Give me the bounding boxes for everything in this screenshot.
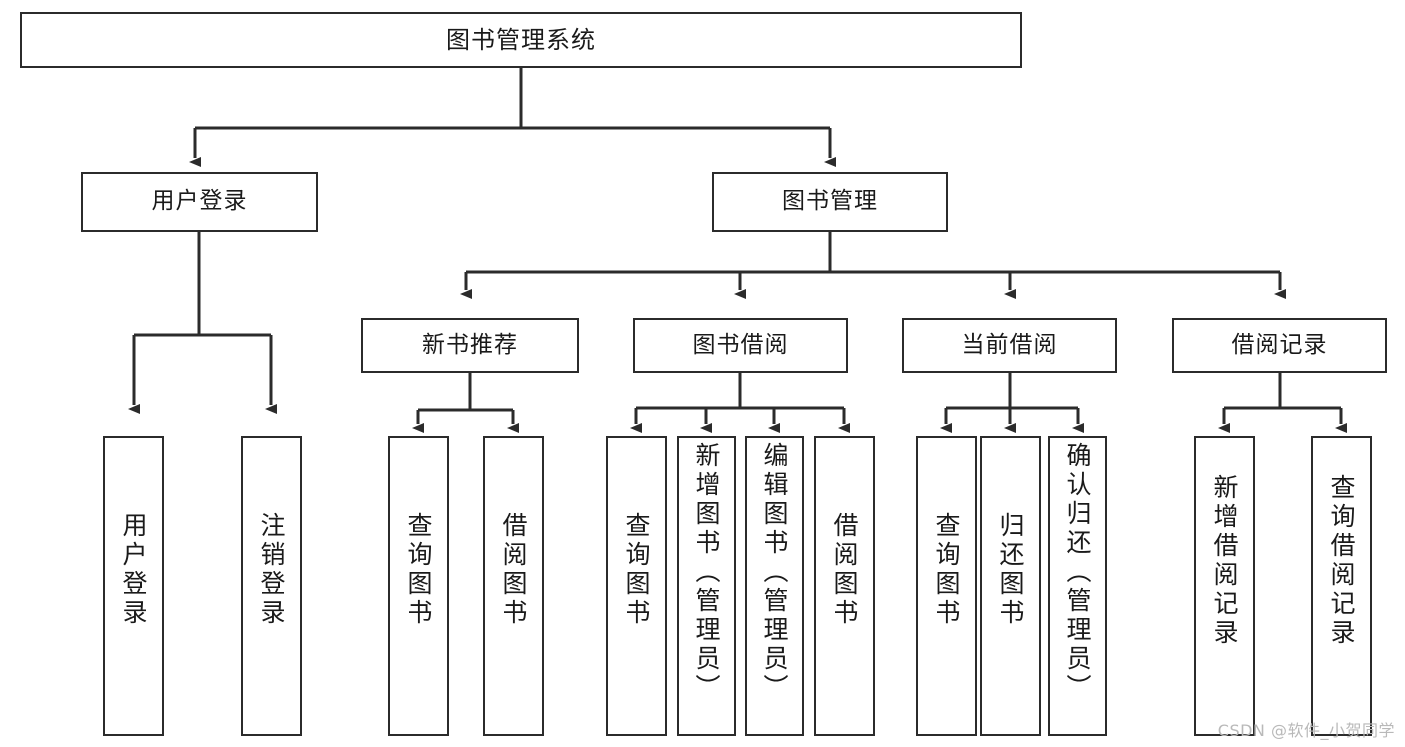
node-current-borrow[interactable]: 当前借阅 bbox=[902, 318, 1117, 373]
leaf-logout-login-label: 注销登录 bbox=[257, 512, 286, 628]
leaf-query-book-1-label: 查询图书 bbox=[404, 512, 433, 628]
leaf-user-login[interactable]: 用户登录 bbox=[103, 436, 164, 736]
leaf-add-borrow-record[interactable]: 新增借阅记录 bbox=[1194, 436, 1255, 736]
leaf-query-book-2-label: 查询图书 bbox=[622, 512, 651, 628]
node-book-manage-label: 图书管理 bbox=[782, 188, 878, 215]
node-new-book-recommend[interactable]: 新书推荐 bbox=[361, 318, 579, 373]
leaf-query-book-3[interactable]: 查询图书 bbox=[916, 436, 977, 736]
leaf-edit-book[interactable]: 编辑图书（管理员） bbox=[745, 436, 804, 736]
node-borrow-record[interactable]: 借阅记录 bbox=[1172, 318, 1387, 373]
node-user-login[interactable]: 用户登录 bbox=[81, 172, 318, 232]
leaf-confirm-return[interactable]: 确认归还（管理员） bbox=[1048, 436, 1107, 736]
node-book-manage[interactable]: 图书管理 bbox=[712, 172, 948, 232]
leaf-borrow-book-1[interactable]: 借阅图书 bbox=[483, 436, 544, 736]
leaf-query-book-1[interactable]: 查询图书 bbox=[388, 436, 449, 736]
node-root[interactable]: 图书管理系统 bbox=[20, 12, 1022, 68]
node-book-borrow[interactable]: 图书借阅 bbox=[633, 318, 848, 373]
leaf-add-book-label: 新增图书（管理员） bbox=[692, 442, 721, 703]
leaf-query-borrow-record-label: 查询借阅记录 bbox=[1327, 474, 1356, 648]
node-new-book-recommend-label: 新书推荐 bbox=[422, 331, 518, 358]
leaf-query-book-2[interactable]: 查询图书 bbox=[606, 436, 667, 736]
leaf-borrow-book-2-label: 借阅图书 bbox=[830, 512, 859, 628]
leaf-return-book-label: 归还图书 bbox=[996, 512, 1025, 628]
leaf-return-book[interactable]: 归还图书 bbox=[980, 436, 1041, 736]
leaf-edit-book-label: 编辑图书（管理员） bbox=[760, 442, 789, 703]
leaf-logout-login[interactable]: 注销登录 bbox=[241, 436, 302, 736]
leaf-query-borrow-record[interactable]: 查询借阅记录 bbox=[1311, 436, 1372, 736]
leaf-add-book[interactable]: 新增图书（管理员） bbox=[677, 436, 736, 736]
node-root-label: 图书管理系统 bbox=[446, 25, 596, 54]
node-borrow-record-label: 借阅记录 bbox=[1231, 331, 1328, 358]
leaf-confirm-return-label: 确认归还（管理员） bbox=[1063, 442, 1092, 703]
leaf-query-book-3-label: 查询图书 bbox=[932, 512, 961, 628]
leaf-borrow-book-2[interactable]: 借阅图书 bbox=[814, 436, 875, 736]
node-current-borrow-label: 当前借阅 bbox=[961, 331, 1058, 358]
node-book-borrow-label: 图书借阅 bbox=[692, 331, 789, 358]
leaf-add-borrow-record-label: 新增借阅记录 bbox=[1210, 474, 1239, 648]
node-user-login-label: 用户登录 bbox=[151, 188, 248, 215]
watermark: CSDN @软件_小贺同学 bbox=[1217, 721, 1395, 740]
leaf-borrow-book-1-label: 借阅图书 bbox=[499, 512, 528, 628]
leaf-user-login-label: 用户登录 bbox=[119, 512, 148, 628]
